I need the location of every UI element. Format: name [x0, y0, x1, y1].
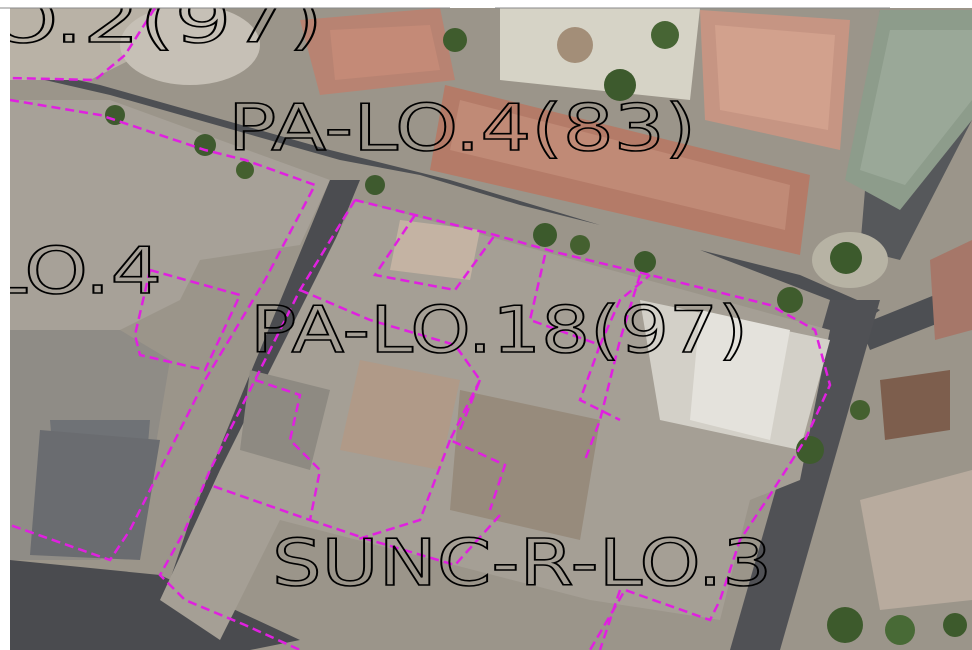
zone-labels: O.2(97) PA-LO.4(83) LO.4 PA-LO.18(97) SU…	[0, 0, 773, 602]
label-pa-lo18: PA-LO.18(97)	[250, 294, 748, 368]
label-pa-lo4: PA-LO.4(83)	[228, 92, 696, 166]
label-top-left-fragment: O.2(97)	[0, 0, 323, 57]
label-left-fragment: LO.4	[0, 235, 162, 309]
planning-boundaries	[9, 7, 832, 650]
label-sunc: SUNC-R-LO.3	[272, 527, 772, 601]
